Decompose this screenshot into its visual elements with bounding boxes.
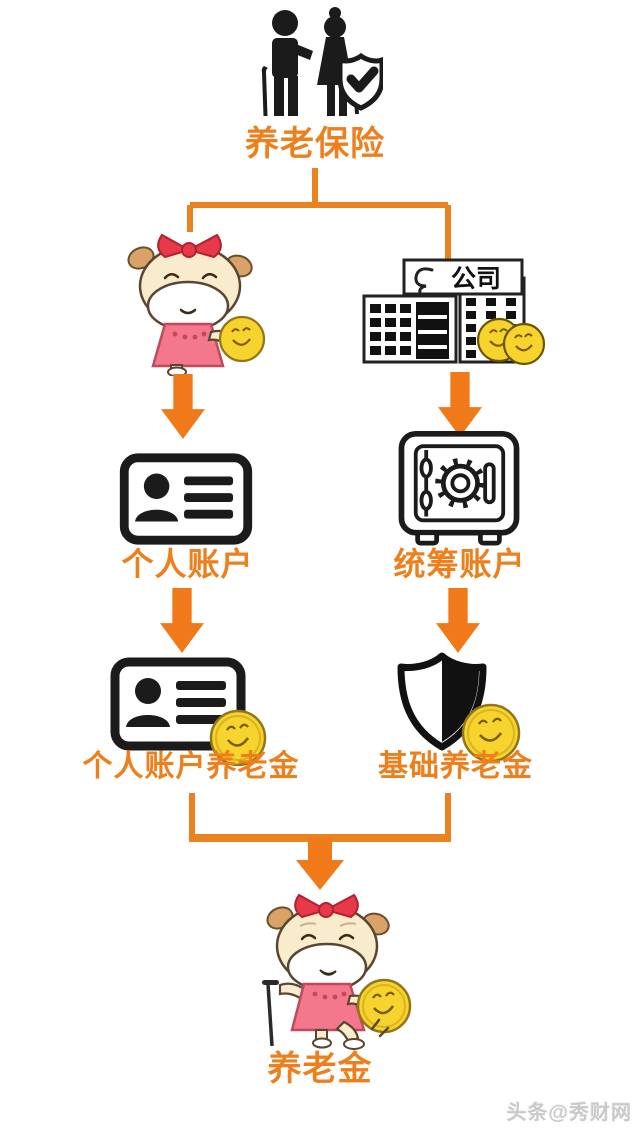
root-label: 养老保险 [245,125,385,163]
id-card-with-coin-icon [110,657,267,767]
watermark: 头条@秀财网 [506,1102,632,1124]
branch-connector [187,168,451,292]
company-building-icon: 公司 [362,258,546,366]
gold-coin-icon [356,978,412,1034]
dress [290,982,366,1032]
gold-coin-icon [218,315,266,363]
ox-mascot-worker-icon [127,233,266,376]
down-arrow [436,588,480,653]
merge-connector [189,793,451,890]
motion-lines [370,1018,390,1038]
pooled-account-label: 统筹账户 [393,546,526,582]
gold-coin-icon [209,709,267,767]
shield-with-coin-icon [397,652,521,763]
personal-account-label: 个人账户 [121,546,254,582]
personal-pension-label: 个人账户养老金 [82,750,300,783]
id-card-icon [119,453,253,545]
down-arrow [161,374,205,439]
elderly-couple-shield-icon [261,7,383,116]
company-sign [402,258,524,296]
basic-pension-label: 基础养老金 [378,750,533,783]
gold-coin-icon [461,703,521,763]
company-sign-label: 公司 [451,265,501,293]
down-arrow [160,588,204,653]
down-arrow [438,372,482,437]
gold-coin-icon [502,322,546,366]
safe-box-icon [398,430,520,546]
ox-mascot-retired-icon [262,893,412,1050]
pension-result-label: 养老金 [267,1050,373,1088]
cane-icon [262,980,279,985]
company-logo-icon [414,267,434,297]
dress [151,322,225,368]
down-arrow [296,838,344,890]
